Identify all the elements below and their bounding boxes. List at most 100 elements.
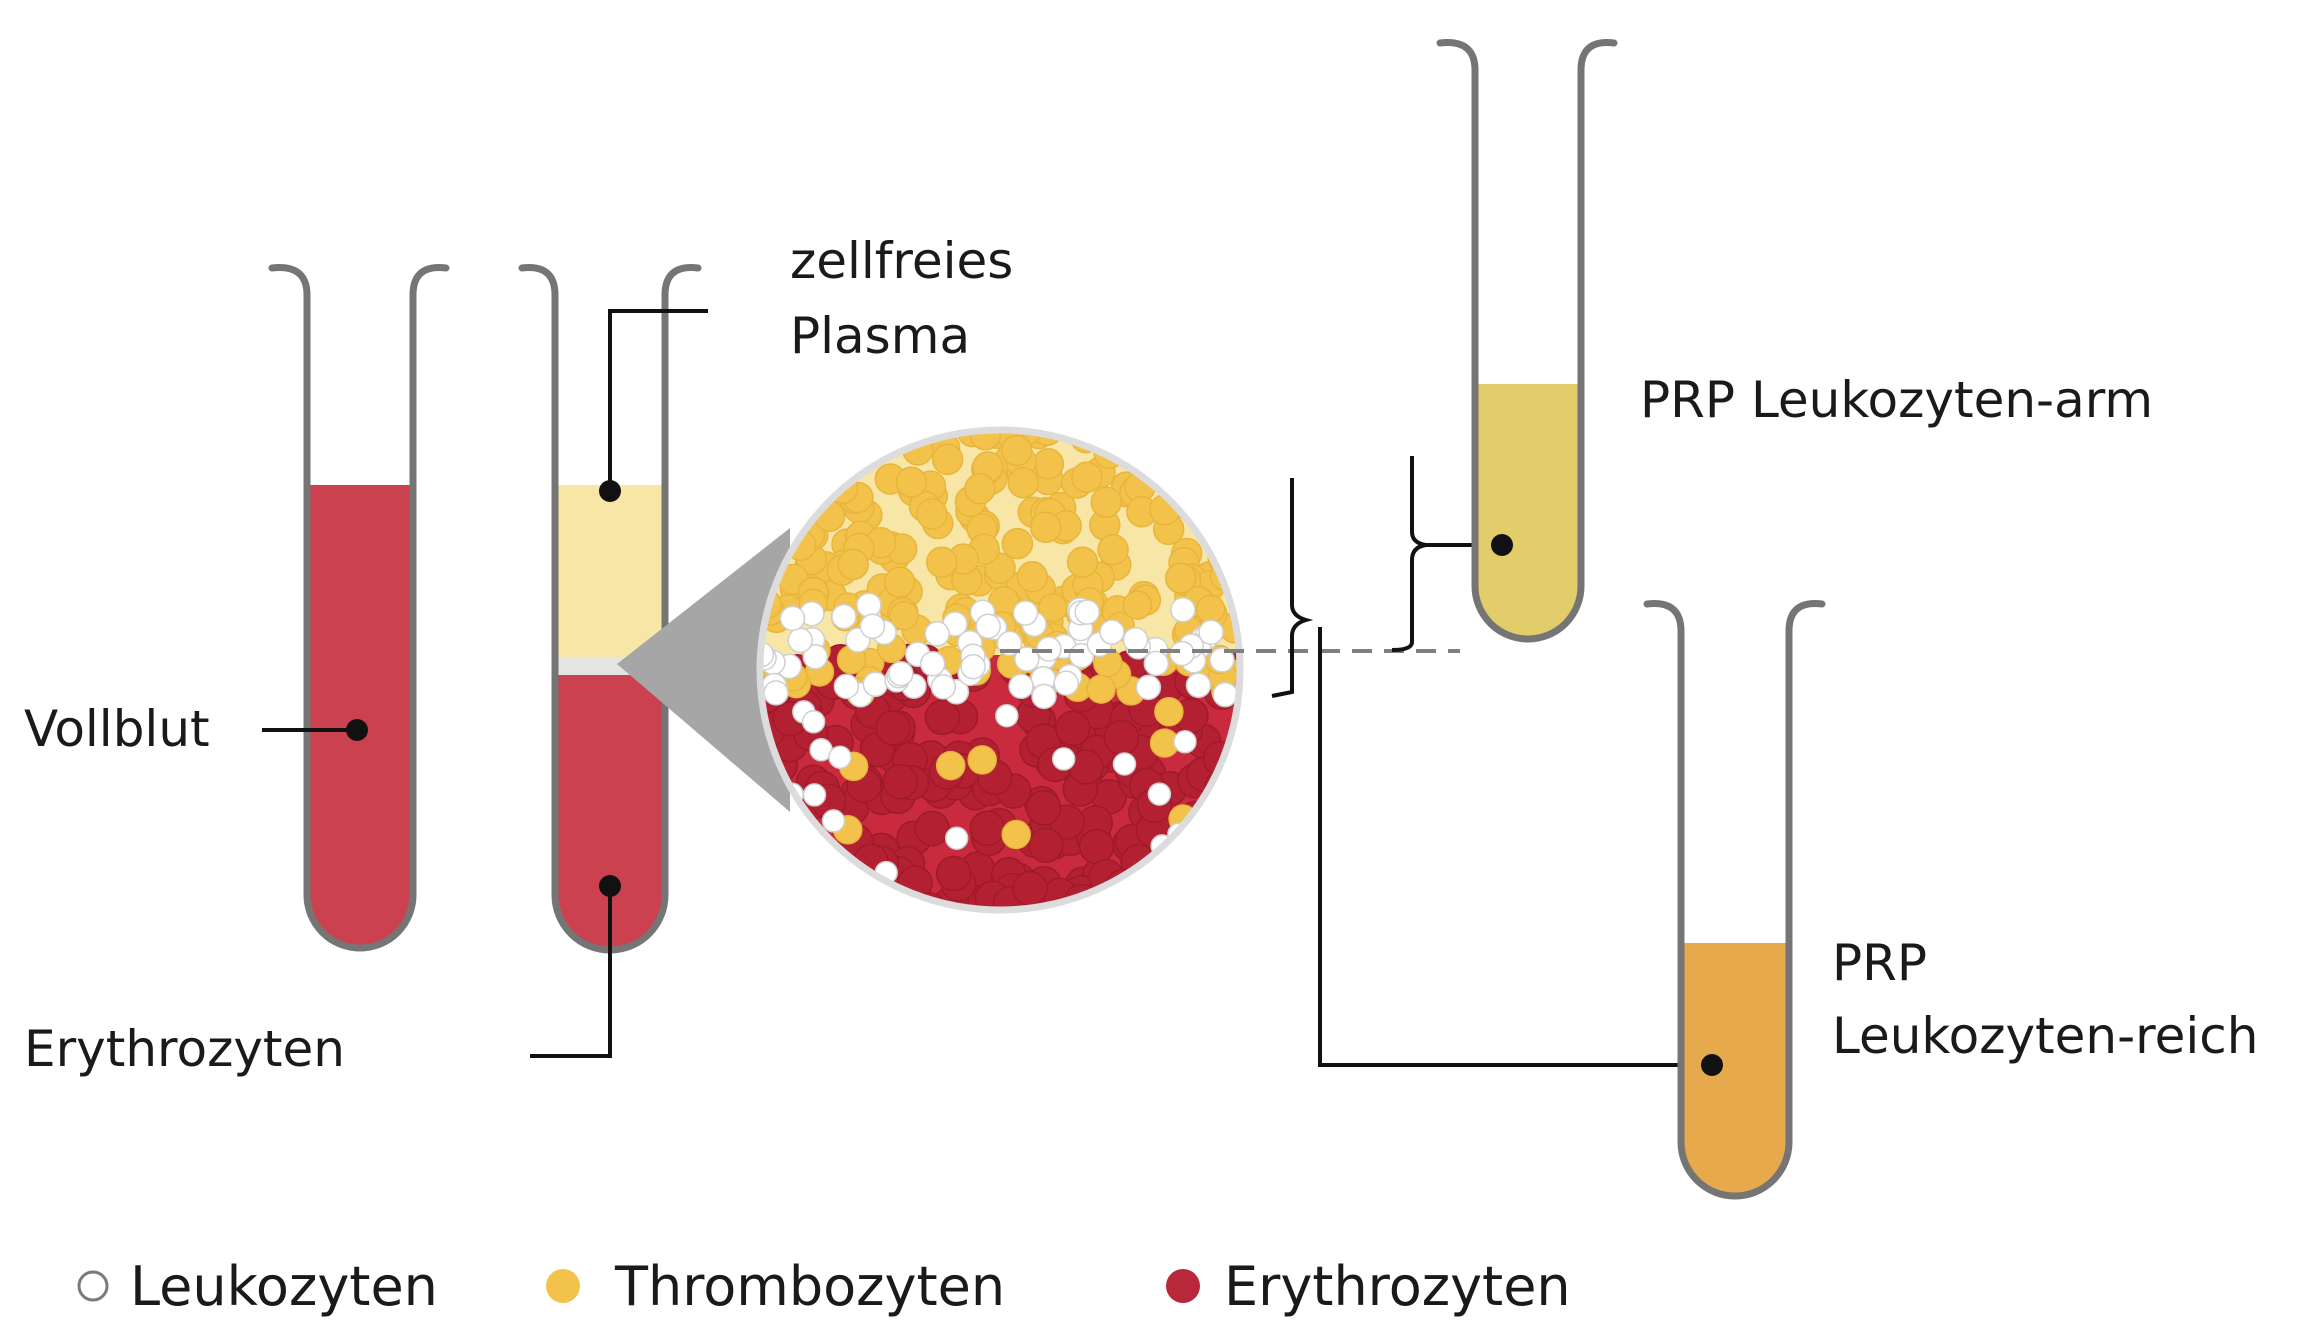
whole-blood-fill [310, 485, 410, 945]
leukocyte-cell [924, 621, 950, 647]
tube-centrifuged [518, 264, 708, 1058]
leukocyte-cell [1147, 782, 1172, 806]
thrombocyte-cell [760, 488, 779, 520]
leukocyte-cell [1051, 747, 1076, 771]
legend-label: Erythrozyten [1224, 1255, 1571, 1318]
prp-poor-marker [1491, 534, 1513, 556]
erythrocyte-cell [1213, 810, 1240, 847]
thrombocyte-cell [1197, 454, 1229, 487]
leukocyte-cell [1031, 683, 1057, 710]
leukocyte-cell [1012, 600, 1039, 626]
label-plasma-line2: Plasma [790, 307, 970, 365]
thrombocyte-cell [760, 456, 789, 488]
leukocyte-cell [975, 613, 1001, 640]
leukocyte-cell [1099, 619, 1125, 645]
erythrocyte-cell [810, 857, 847, 894]
thrombocyte-cell [1195, 442, 1228, 474]
erythrocyte-cell [1190, 884, 1226, 910]
thrombocyte-cell [1100, 430, 1133, 446]
thrombocyte-cell [1086, 674, 1116, 704]
white-circle-icon [77, 1270, 109, 1302]
leukocyte-cell [831, 603, 857, 630]
thrombocyte-cell [1001, 527, 1034, 560]
leukocyte-cell [888, 660, 914, 687]
thrombocyte-cell [889, 600, 919, 631]
erythrocyte-layer [558, 675, 662, 947]
thrombocyte-cell [1000, 434, 1033, 467]
yellow-circle-icon [546, 1269, 580, 1303]
thrombocyte-cell [1095, 430, 1127, 441]
thrombocyte-cell [935, 750, 966, 781]
leukocyte-cell [802, 783, 827, 807]
erythrocyte-cell [760, 808, 785, 845]
test-tube-icon [1643, 600, 1826, 1200]
legend-label: Thrombozyten [614, 1255, 1005, 1318]
erythrocyte-cell [1207, 824, 1240, 860]
thrombocyte-cell [837, 548, 869, 581]
thrombocyte-cell [1188, 430, 1220, 453]
label-prp-rich-line2: Leukozyten-reich [1832, 1007, 2258, 1065]
tube-whole-blood [262, 264, 450, 952]
red-circle-icon [1166, 1269, 1200, 1303]
leukocyte-cell [1169, 640, 1195, 667]
thrombocyte-cell [858, 430, 891, 459]
leukocyte-cell [1008, 673, 1034, 700]
thrombocyte-cell [1187, 458, 1219, 491]
thrombocyte-cell [1155, 451, 1187, 484]
leukocyte-cell [779, 605, 806, 632]
thrombocyte-cell [778, 437, 810, 470]
leukocyte-cell [960, 653, 986, 680]
erythrocyte-cell [1211, 848, 1240, 884]
erythrocyte-cell [788, 872, 824, 909]
thrombocyte-cell [1204, 435, 1237, 467]
leukocyte-cell [801, 710, 826, 734]
thrombocyte-cell [1201, 492, 1234, 525]
thrombocyte-cell [1066, 546, 1099, 579]
leukocyte-cell [856, 592, 882, 618]
leukocyte-cell [859, 613, 886, 639]
thrombocyte-cell [1148, 446, 1180, 479]
thrombocyte-cell [1168, 444, 1200, 476]
erythrocyte-cell [1208, 817, 1240, 854]
erythrocyte-cell [825, 871, 861, 908]
thrombocyte-cell [851, 430, 884, 447]
thrombocyte-cell [1097, 533, 1129, 566]
thrombocyte-cell [1071, 461, 1103, 493]
erythrocyte-cell [849, 878, 886, 910]
thrombocyte-cell [926, 546, 958, 579]
leukocyte-cell [828, 745, 852, 769]
leukocyte-cell [1135, 674, 1162, 701]
thrombocyte-cell [1183, 466, 1215, 498]
leukocyte-cell [833, 673, 860, 700]
label-plasma-line1: zellfreies [790, 232, 1013, 290]
erythrocyte-cell [1092, 889, 1128, 910]
erythrocyte-cell [882, 763, 918, 800]
leukocyte-cell [1112, 752, 1137, 776]
erythrocyte-cell [875, 710, 911, 746]
leukocyte-cell [1209, 647, 1235, 673]
leukocyte-cell [1173, 730, 1197, 754]
magnifier-circle-icon [756, 426, 1244, 914]
prp-rich-fill [1684, 943, 1786, 1193]
thrombocyte-cell [1001, 819, 1031, 850]
thrombocyte-cell [1188, 430, 1220, 444]
thrombocyte-cell [760, 431, 783, 463]
erythrocyte-cell [935, 855, 972, 892]
legend-item-leukocytes: Leukozyten [77, 1255, 438, 1318]
erythrocyte-cell [1012, 870, 1048, 907]
leukocyte-cell [1170, 596, 1196, 623]
leukocyte-cell [1074, 599, 1100, 625]
curly-brace-icon [1271, 478, 1314, 698]
label-erythrocytes-layer: Erythrozyten [24, 1020, 345, 1078]
thrombocyte-cell [1213, 491, 1240, 523]
plasma-marker [599, 480, 621, 502]
erythrocyte-cell [1220, 770, 1240, 806]
leukocyte-cell [930, 674, 957, 700]
leukocyte-cell [862, 671, 889, 698]
thrombocyte-cell [781, 437, 814, 470]
thrombocyte-cell [916, 498, 948, 530]
leukocyte-cell [1198, 619, 1224, 646]
thrombocyte-cell [1181, 475, 1213, 507]
prp-rich-marker [1701, 1054, 1723, 1076]
erythrocyte-cell [763, 899, 799, 910]
